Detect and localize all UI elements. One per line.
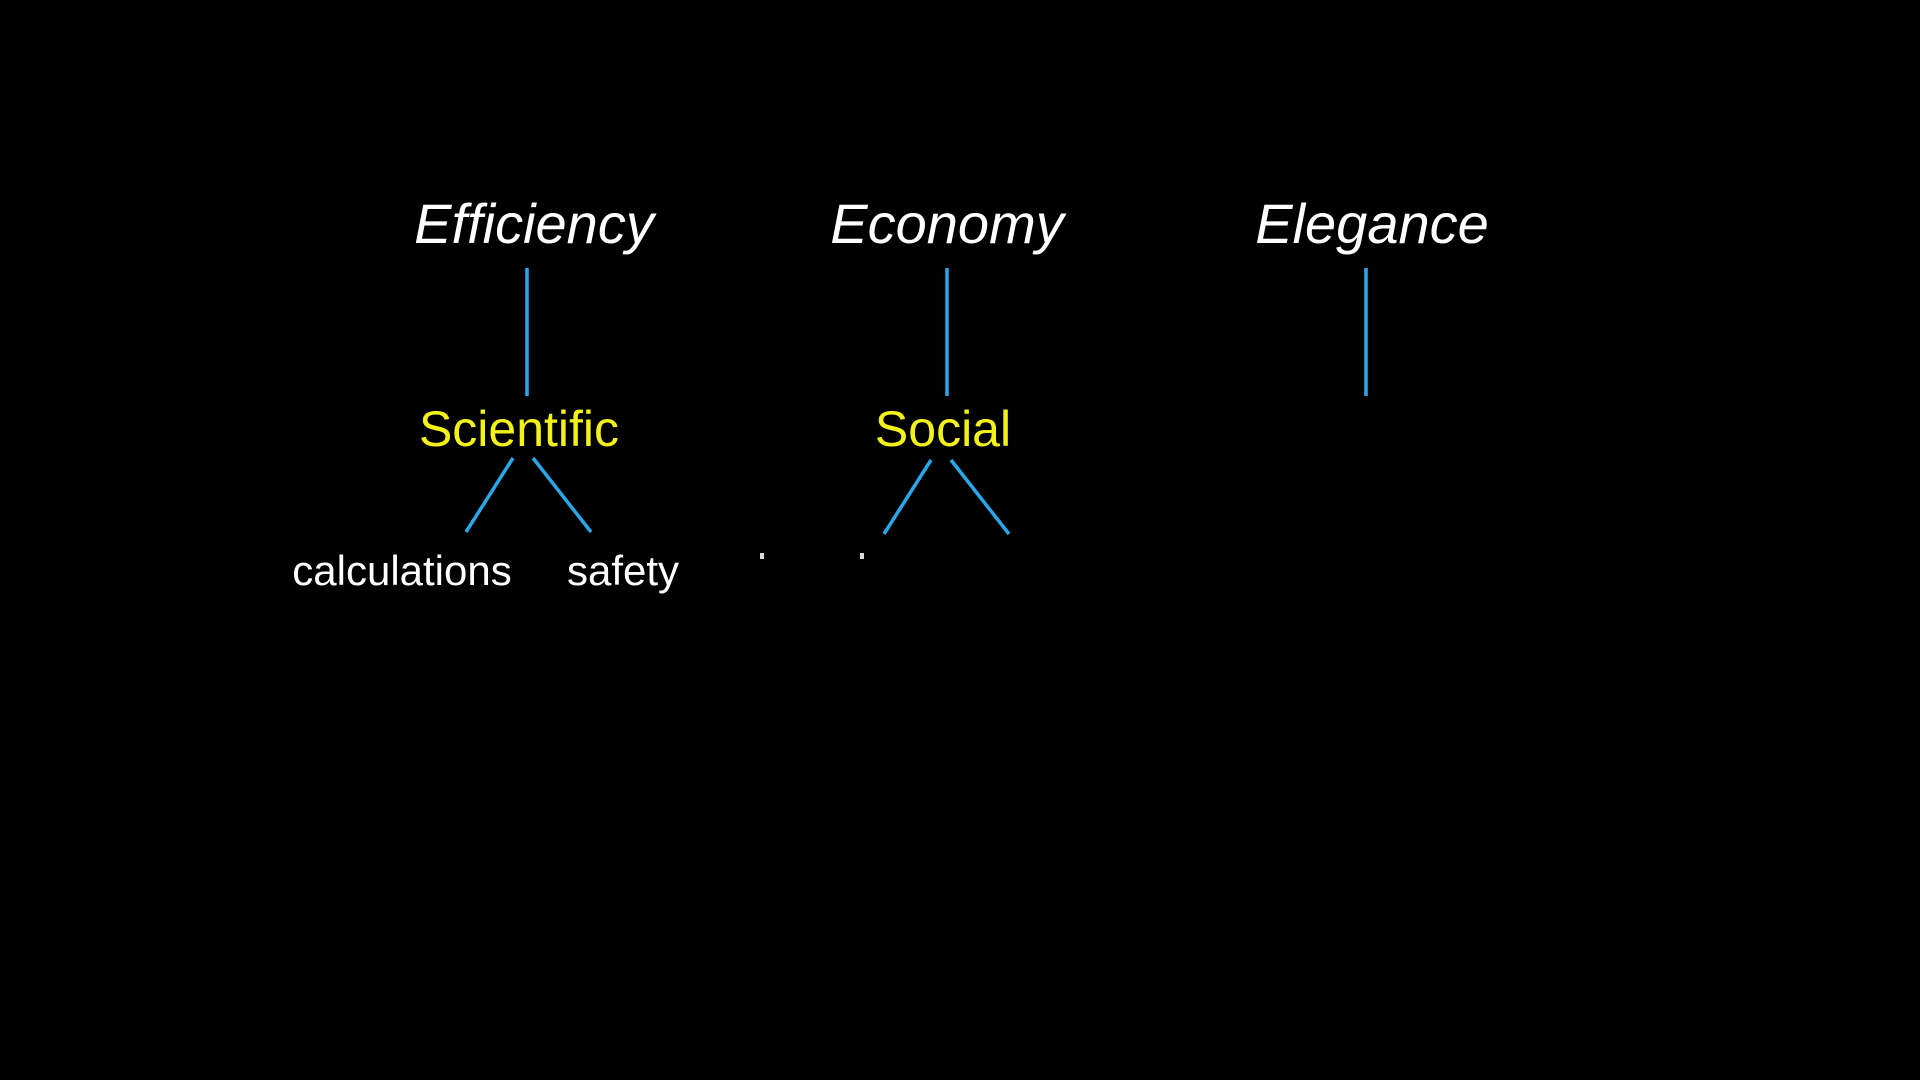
node-elegance: Elegance (1255, 192, 1489, 255)
connector-social-right (949, 458, 1011, 536)
fading-leaf-fragment (860, 553, 864, 559)
node-scientific: Scientific (418, 401, 620, 457)
fading-leaf-fragment (760, 553, 764, 559)
connector-social-left (882, 459, 933, 535)
node-social: Social (874, 401, 1012, 457)
node-safety: safety (566, 547, 680, 594)
node-calculations: calculations (292, 547, 512, 594)
connector-scientific-calculations (464, 457, 515, 533)
node-efficiency: Efficiency (414, 192, 654, 255)
connector-scientific-safety (531, 456, 593, 534)
node-economy: Economy (830, 192, 1064, 255)
